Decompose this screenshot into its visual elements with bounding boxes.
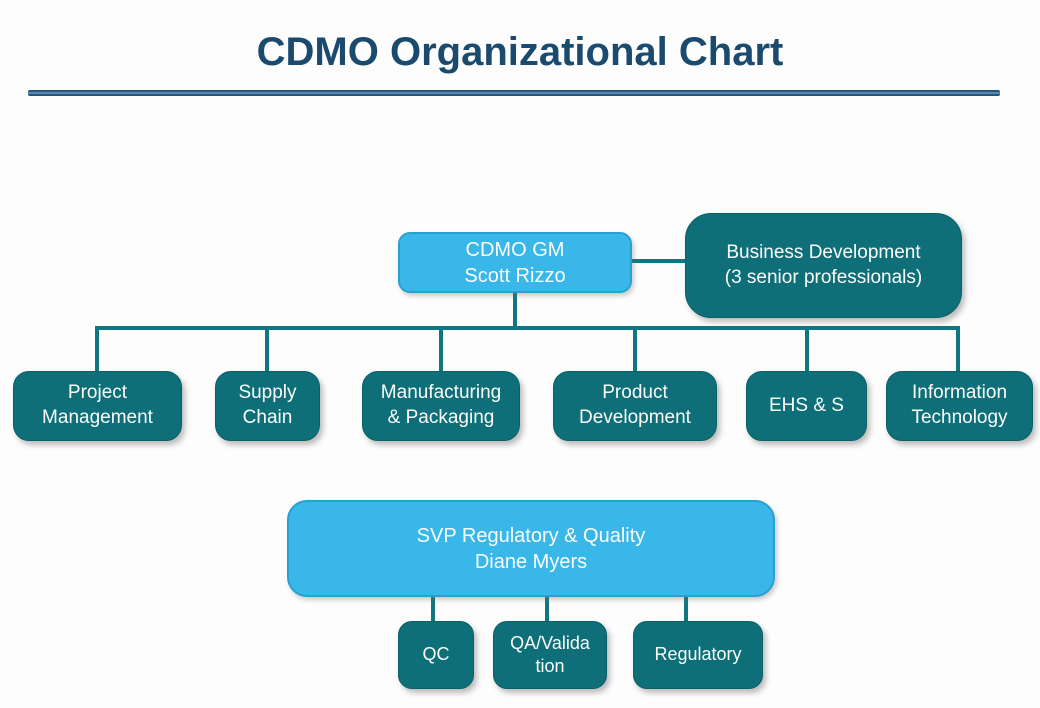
node-supply-chain: Supply Chain xyxy=(215,371,320,441)
node-qa-validation: QA/Valida tion xyxy=(493,621,607,689)
connector-departments-bus xyxy=(95,326,960,330)
node-project-management: Project Management xyxy=(13,371,182,441)
node-svp-regulatory-quality: SVP Regulatory & Quality Diane Myers xyxy=(287,500,775,597)
connector-drop-product-development xyxy=(633,326,637,373)
page-title: CDMO Organizational Chart xyxy=(256,30,784,74)
node-business-development: Business Development (3 senior professio… xyxy=(685,213,962,318)
connector-drop-manufacturing-packaging xyxy=(439,326,443,373)
connector-gm-drop xyxy=(513,291,517,328)
title-divider xyxy=(28,90,1000,96)
node-ehs-s: EHS & S xyxy=(746,371,867,441)
connector-drop-project-management xyxy=(95,326,99,373)
connector-drop-qa-validation xyxy=(545,595,549,623)
node-regulatory: Regulatory xyxy=(633,621,763,689)
node-qc: QC xyxy=(398,621,474,689)
connector-drop-information-technology xyxy=(956,326,960,373)
connector-drop-regulatory xyxy=(684,595,688,623)
connector-drop-supply-chain xyxy=(265,326,269,373)
node-product-development: Product Development xyxy=(553,371,717,441)
node-information-technology: Information Technology xyxy=(886,371,1033,441)
node-cdmo-gm: CDMO GM Scott Rizzo xyxy=(398,232,632,293)
connector-gm-business-dev xyxy=(630,259,687,263)
node-manufacturing-packaging: Manufacturing & Packaging xyxy=(362,371,520,441)
connector-drop-ehs-s xyxy=(805,326,809,373)
connector-drop-qc xyxy=(431,595,435,623)
